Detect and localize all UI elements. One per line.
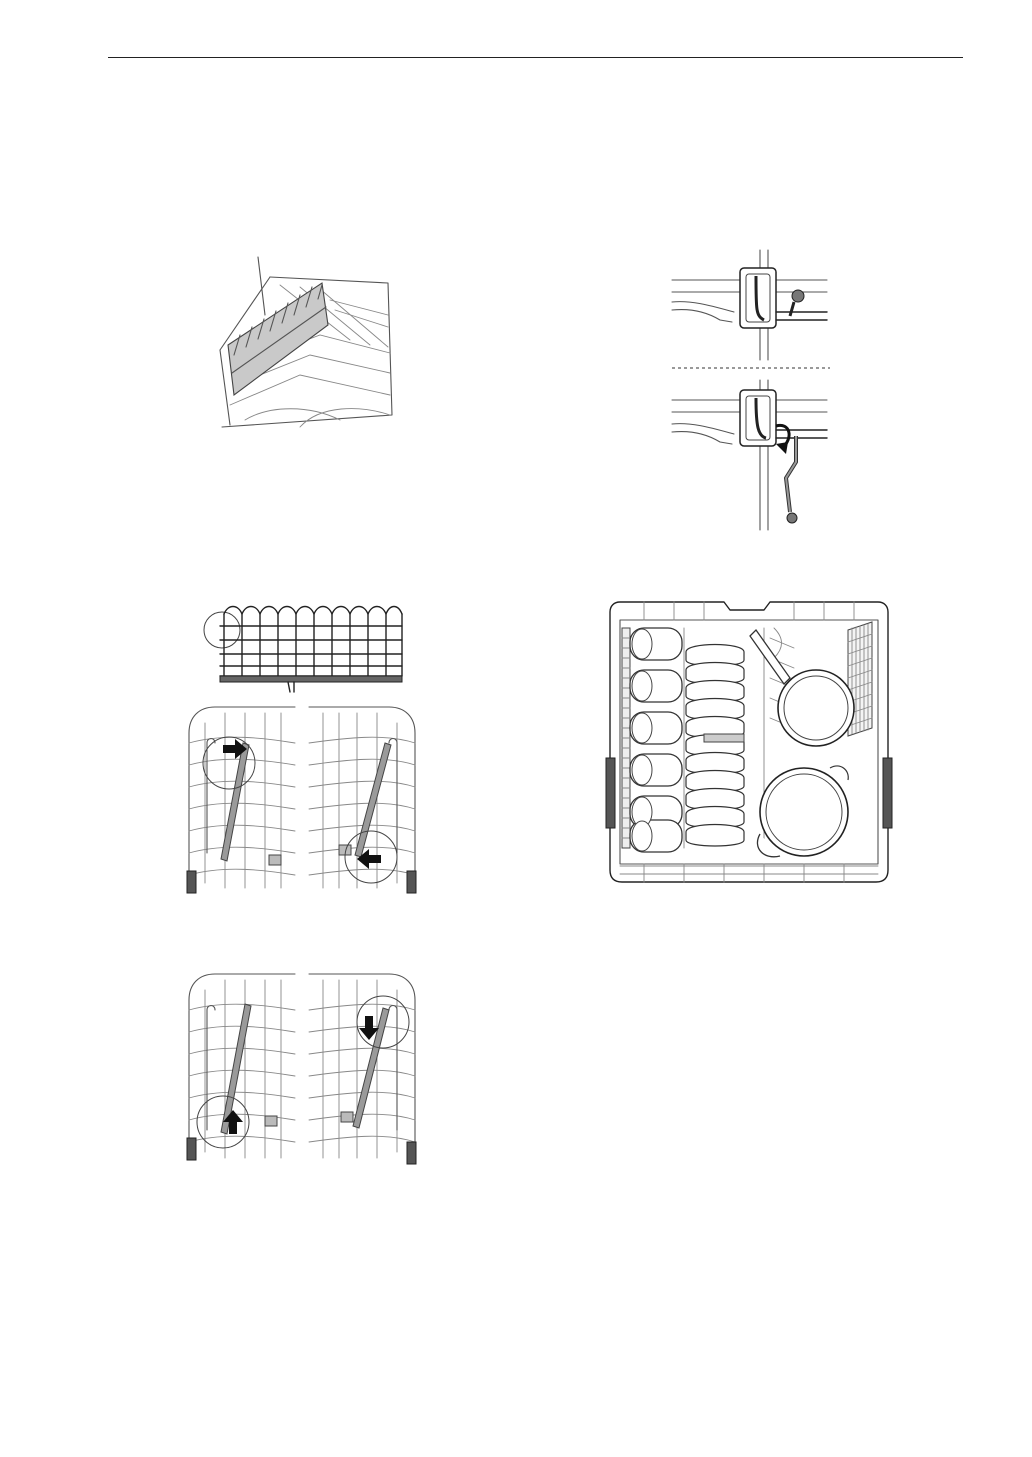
rack-handle-right (883, 758, 892, 828)
rack-handle-left (187, 1138, 196, 1160)
side-grid-left (622, 628, 630, 848)
detail-circle (204, 612, 240, 648)
figure-upper-rack-tine-row (210, 255, 395, 435)
figure-tine-rod-fold-b (185, 970, 420, 1165)
figure-rack-clip-latch (672, 250, 837, 535)
rack-clip (704, 734, 744, 742)
latch-open (672, 380, 827, 530)
rack-outline-a (189, 707, 415, 891)
tine-rod-right (355, 743, 391, 857)
cups-column (630, 628, 682, 852)
figure-loaded-rack-top-view (604, 598, 894, 886)
rack-handle-left (606, 758, 615, 828)
header-rule (108, 57, 963, 58)
rack-handle-right (407, 1142, 416, 1164)
figure-tine-row-side-view (202, 602, 412, 697)
small-pot (750, 630, 854, 746)
latch-closed (672, 250, 827, 360)
rack-handle-right (407, 871, 416, 893)
figure-tine-rod-fold-a (185, 703, 420, 895)
rack-handle-left (187, 871, 196, 893)
tine-row-grid (220, 607, 402, 693)
large-pot (757, 766, 848, 857)
bowls-stack (686, 645, 744, 847)
